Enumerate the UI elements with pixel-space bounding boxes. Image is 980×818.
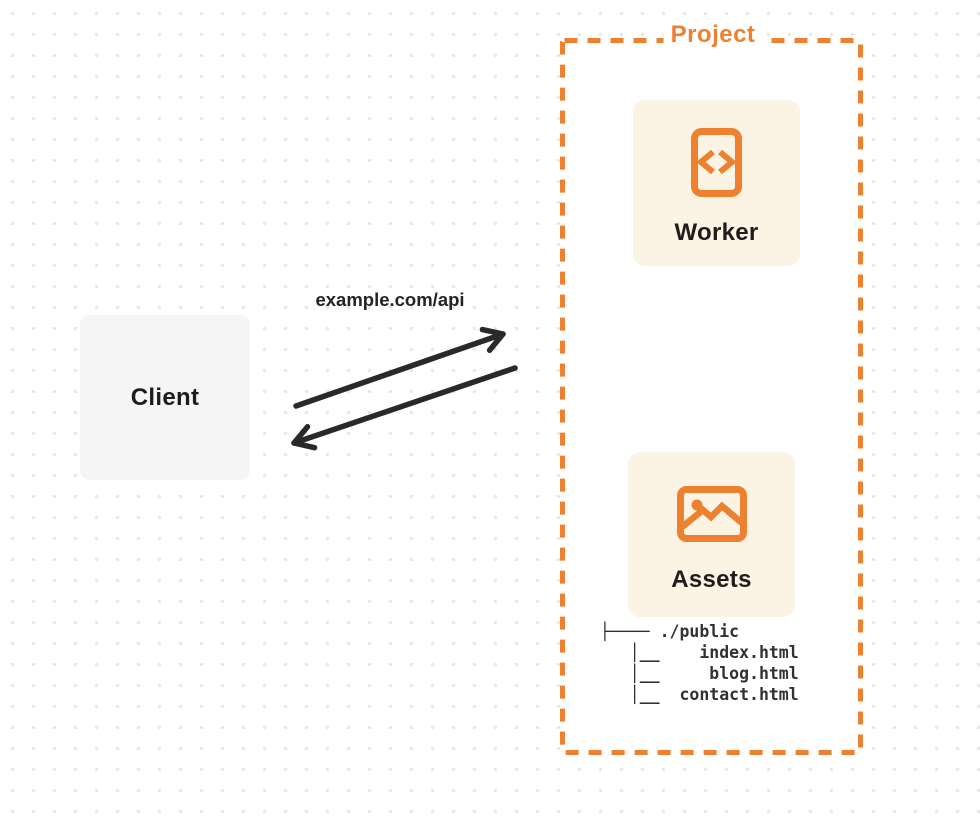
client-label: Client [130, 383, 200, 411]
request-url-label: example.com/api [315, 289, 465, 310]
assets-file-tree: ├──── ./public │__ index.html │__ blog.h… [600, 622, 799, 704]
assets-card: Assets [628, 452, 795, 617]
response-arrow [291, 365, 518, 451]
client-node: Client [80, 315, 250, 480]
code-file-icon [691, 128, 742, 197]
image-icon [676, 486, 747, 542]
request-arrow [293, 326, 506, 409]
project-label: Project [663, 21, 763, 49]
worker-label: Worker [674, 219, 759, 246]
assets-label: Assets [671, 566, 752, 593]
worker-card: Worker [633, 100, 800, 266]
